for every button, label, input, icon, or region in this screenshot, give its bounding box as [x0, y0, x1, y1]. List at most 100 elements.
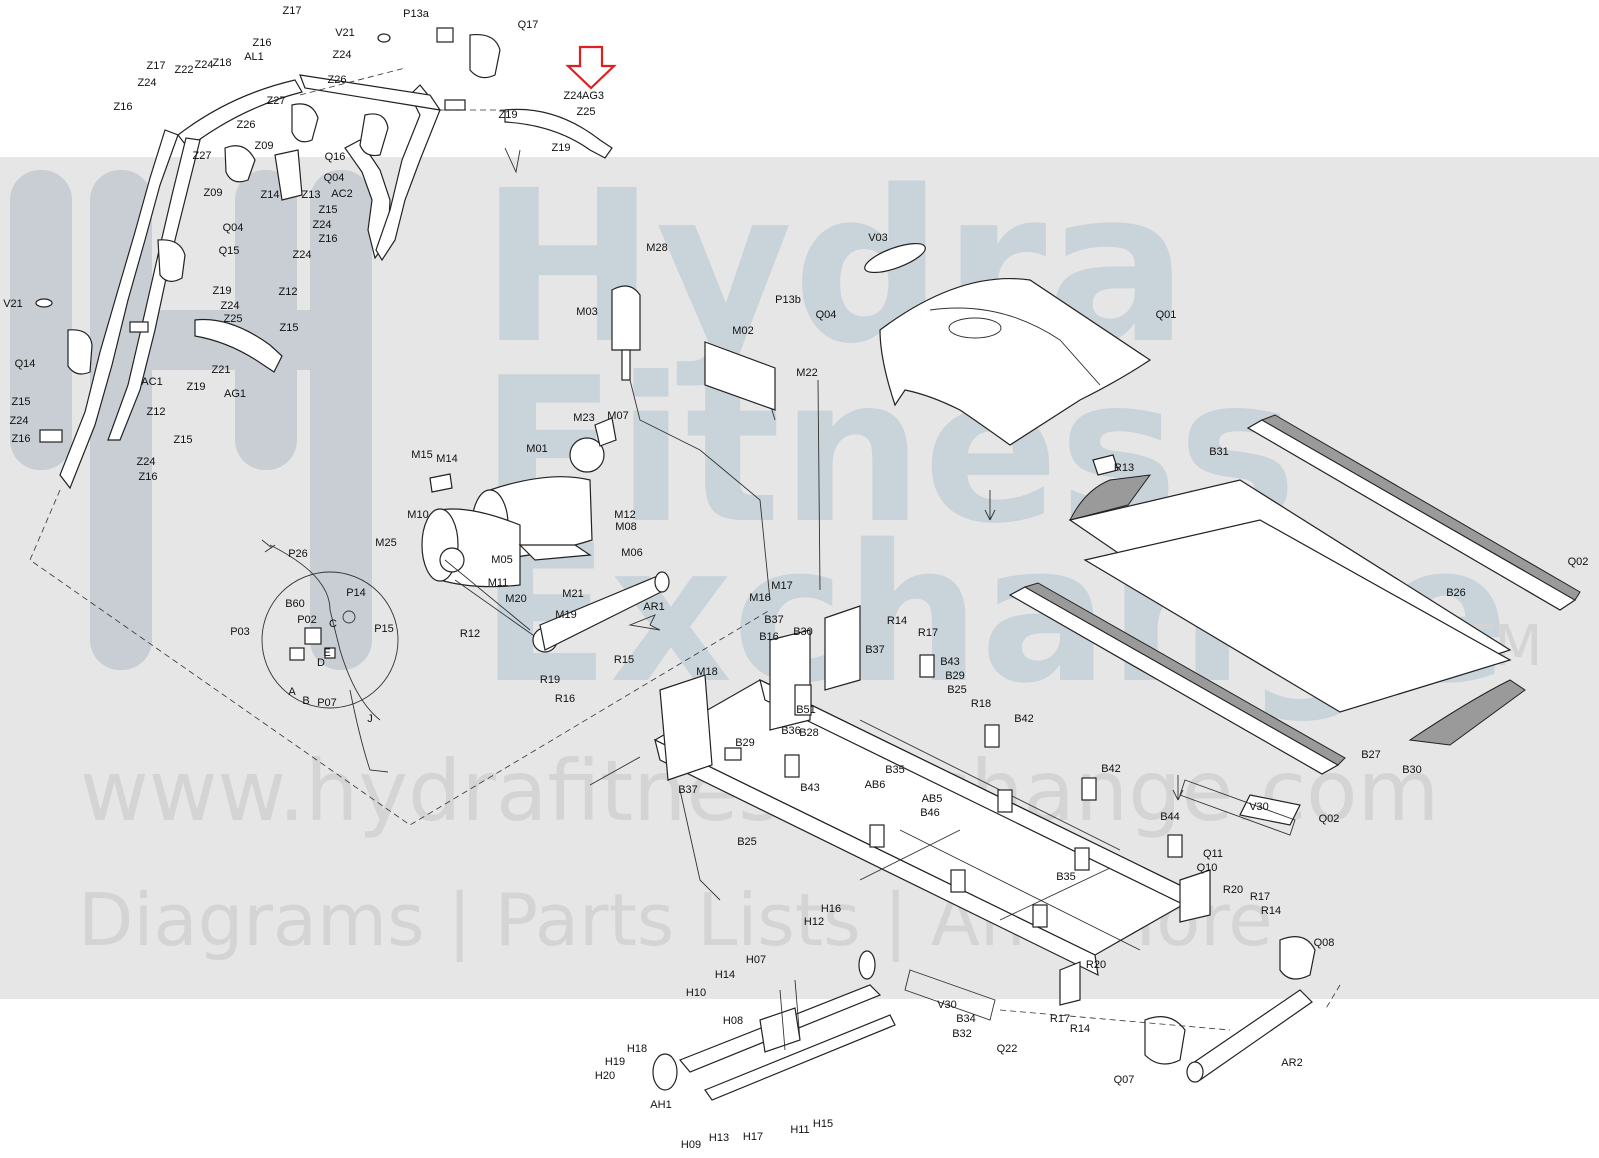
part-label: Z15 — [280, 322, 299, 334]
part-label: Z24 — [137, 456, 156, 468]
part-label: M12 — [614, 509, 635, 521]
part-label: AR1 — [643, 601, 664, 613]
part-label: Z15 — [174, 434, 193, 446]
part-label: Z15 — [12, 396, 31, 408]
part-label: B46 — [920, 807, 940, 819]
part-label: P14 — [346, 587, 366, 599]
part-label: Q08 — [1314, 937, 1335, 949]
control-board — [704, 341, 776, 411]
part-label: Q07 — [1114, 1074, 1135, 1086]
part-label: Z24 — [138, 77, 157, 89]
part-label: P03 — [230, 626, 250, 638]
part-label: Z12 — [147, 406, 166, 418]
part-label: B25 — [737, 836, 757, 848]
part-label: Z27 — [267, 95, 286, 107]
wiring-and-outline — [29, 489, 771, 826]
part-label: R15 — [614, 654, 634, 666]
part-label: AB5 — [922, 793, 943, 805]
part-label: Q10 — [1197, 862, 1218, 874]
part-label: Q16 — [325, 151, 346, 163]
part-label: Q04 — [816, 309, 837, 321]
part-label: B42 — [1101, 763, 1121, 775]
part-label: Z16 — [139, 471, 158, 483]
direction-arrows — [628, 490, 1184, 801]
part-label: H17 — [743, 1131, 763, 1143]
part-label: H07 — [746, 954, 766, 966]
part-label: M02 — [732, 325, 753, 337]
part-label: H10 — [686, 987, 706, 999]
part-label: B27 — [1361, 749, 1381, 761]
part-label: Z12 — [279, 286, 298, 298]
part-label: M22 — [796, 367, 817, 379]
part-label: B36 — [781, 725, 801, 737]
part-label: R17 — [1050, 1013, 1070, 1025]
part-label: Z25 — [577, 106, 596, 118]
part-label: V30 — [937, 999, 957, 1011]
part-label: C — [329, 618, 337, 630]
part-label: H14 — [715, 969, 735, 981]
part-label: B37 — [678, 784, 698, 796]
part-label: B35 — [885, 764, 905, 776]
part-label: B26 — [1446, 587, 1466, 599]
part-label: M08 — [615, 521, 636, 533]
part-label: H12 — [804, 916, 824, 928]
part-label: B34 — [956, 1013, 976, 1025]
callout — [565, 45, 617, 90]
part-label: H09 — [681, 1139, 701, 1151]
part-label: M28 — [646, 242, 667, 254]
part-label: B32 — [952, 1028, 972, 1040]
part-label: Z16 — [114, 101, 133, 113]
part-label: R19 — [540, 674, 560, 686]
rear-roller-assembly — [999, 936, 1341, 1083]
part-label: M11 — [488, 577, 509, 589]
console-assembly — [35, 27, 613, 490]
part-label: Q11 — [1203, 848, 1223, 860]
part-label: AG3 — [582, 90, 604, 102]
part-label: Z13 — [302, 189, 321, 201]
part-label: M23 — [573, 412, 594, 424]
incline-assembly — [652, 950, 896, 1101]
treadmill-frame — [589, 605, 1296, 1021]
part-label: Q01 — [1156, 309, 1177, 321]
part-label: H20 — [595, 1070, 615, 1082]
part-label: Z19 — [499, 109, 518, 121]
part-label: B28 — [799, 727, 819, 739]
part-label: M01 — [526, 443, 547, 455]
part-label: AL1 — [244, 51, 264, 63]
part-label: B25 — [947, 684, 967, 696]
part-label: P13b — [775, 294, 801, 306]
part-label: M10 — [407, 509, 428, 521]
part-label: M19 — [555, 609, 576, 621]
part-label: Z19 — [187, 381, 206, 393]
part-label: D — [317, 657, 325, 669]
part-label: B43 — [940, 656, 960, 668]
part-label: M14 — [436, 453, 457, 465]
part-label: Z17 — [147, 60, 166, 72]
part-label: J — [367, 713, 373, 725]
part-label: R13 — [1114, 462, 1134, 474]
part-label: M03 — [576, 306, 597, 318]
part-label: Q04 — [324, 172, 345, 184]
line-art — [29, 27, 1581, 1101]
part-label: E — [323, 647, 330, 659]
part-label: M18 — [696, 666, 717, 678]
part-label: M20 — [505, 593, 526, 605]
part-label: M15 — [411, 449, 432, 461]
part-label: Z24 — [293, 249, 312, 261]
part-label: P07 — [317, 697, 337, 709]
part-label: H16 — [821, 903, 841, 915]
part-label: B43 — [800, 782, 820, 794]
part-label: M21 — [562, 588, 583, 600]
part-label: Z24 — [221, 300, 240, 312]
part-label: AG1 — [224, 388, 246, 400]
part-label: R16 — [555, 693, 575, 705]
part-label: Z16 — [12, 433, 31, 445]
part-label: Q02 — [1319, 813, 1340, 825]
part-label: B29 — [945, 670, 965, 682]
part-label: M06 — [621, 547, 642, 559]
part-label: B30 — [793, 626, 813, 638]
part-label: B16 — [759, 631, 779, 643]
part-label: R14 — [1070, 1023, 1090, 1035]
part-label: B — [302, 695, 309, 707]
part-label: Z24 — [333, 49, 352, 61]
